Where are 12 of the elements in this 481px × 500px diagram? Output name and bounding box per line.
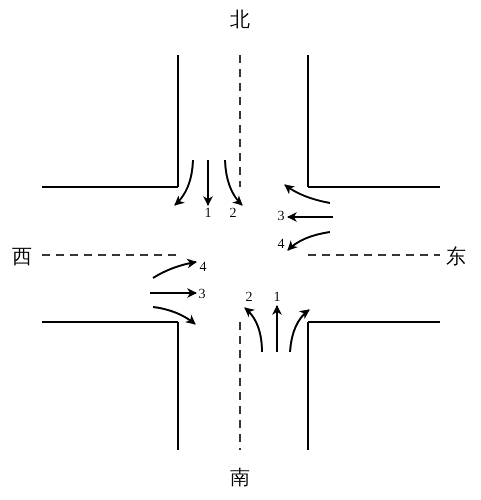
lane-number: 4 (278, 238, 284, 252)
lane-number: 1 (204, 207, 212, 221)
direction-label: 东 (446, 247, 466, 267)
direction-label: 北 (230, 10, 250, 30)
lane-number: 4 (200, 261, 206, 275)
direction-label: 南 (230, 468, 250, 488)
lane-number: 1 (274, 291, 280, 305)
lane-number: 3 (278, 210, 284, 224)
lane-number: 3 (198, 288, 206, 302)
lane-number: 2 (230, 207, 236, 221)
lane-number: 2 (246, 291, 252, 305)
direction-label: 西 (12, 247, 32, 267)
